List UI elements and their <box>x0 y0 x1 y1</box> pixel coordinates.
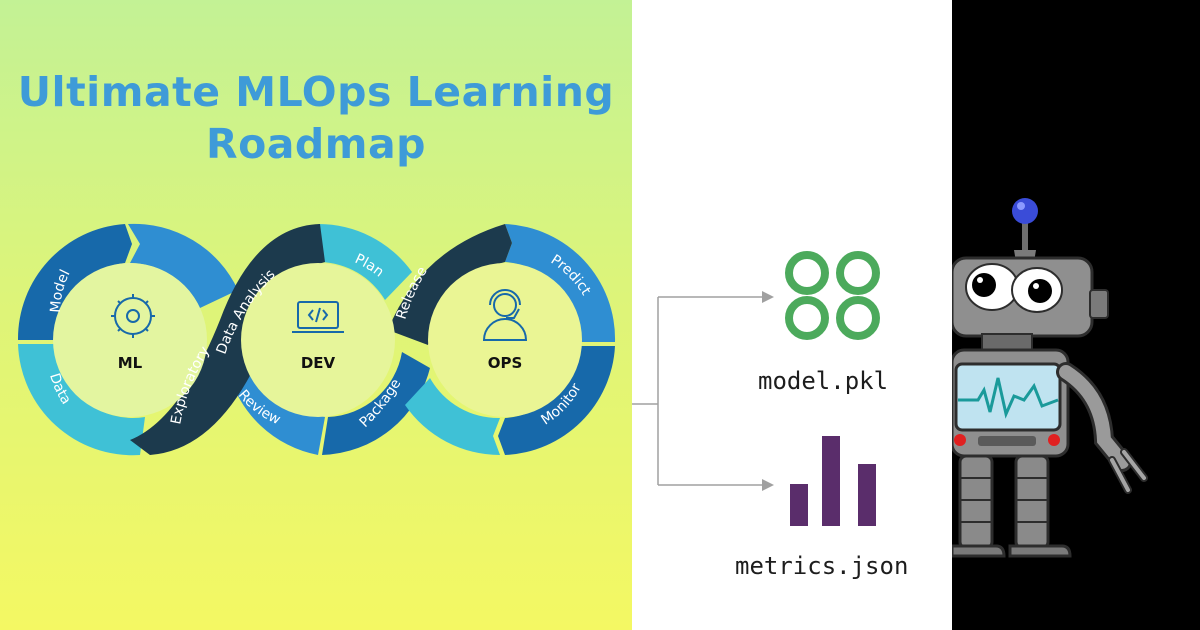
laptop-code-icon <box>292 301 344 333</box>
ml-hub <box>53 263 207 417</box>
segment-predict-shape <box>505 224 616 342</box>
segment-ml-top-right-shape <box>128 223 238 308</box>
support-agent-icon <box>482 289 528 341</box>
dev-label: DEV <box>301 354 336 372</box>
segment-ops-bottom-left-shape <box>405 378 500 456</box>
segment-plan-shape <box>318 223 412 300</box>
mlops-infinity-loop: ML DEV OPS Model Data Exploratory Data A… <box>17 223 616 456</box>
outputs-panel: model.pkl metrics.json <box>632 0 952 630</box>
segment-package-shape <box>322 352 430 455</box>
arrow-head-metrics <box>762 479 774 491</box>
arrow-head-model <box>762 291 774 303</box>
dev-ring <box>228 223 430 455</box>
segment-review-shape <box>228 360 325 455</box>
branch-connector <box>632 297 659 485</box>
segment-model-shape <box>17 224 133 340</box>
output-arrows <box>632 251 880 526</box>
ops-label: OPS <box>488 354 523 372</box>
title-line-1: Ultimate MLOps Learning <box>17 68 615 116</box>
segment-monitor-shape <box>498 346 615 455</box>
four-rings-icon <box>785 251 880 340</box>
robot-panel <box>952 0 1200 630</box>
robot-icon <box>952 198 1148 558</box>
dev-hub <box>241 263 395 417</box>
metrics-file-label: metrics.json <box>735 552 909 580</box>
bar-chart-icon <box>790 436 876 526</box>
segment-release-shape <box>388 224 512 345</box>
page-title: Ultimate MLOps Learning Roadmap <box>0 66 632 170</box>
roadmap-panel: Ultimate MLOps Learning Roadmap <box>0 0 632 630</box>
ml-label: ML <box>118 354 143 372</box>
model-file-label: model.pkl <box>758 367 889 395</box>
title-line-2: Roadmap <box>206 120 426 168</box>
brain-gear-icon <box>111 294 155 338</box>
ops-ring <box>405 224 616 456</box>
